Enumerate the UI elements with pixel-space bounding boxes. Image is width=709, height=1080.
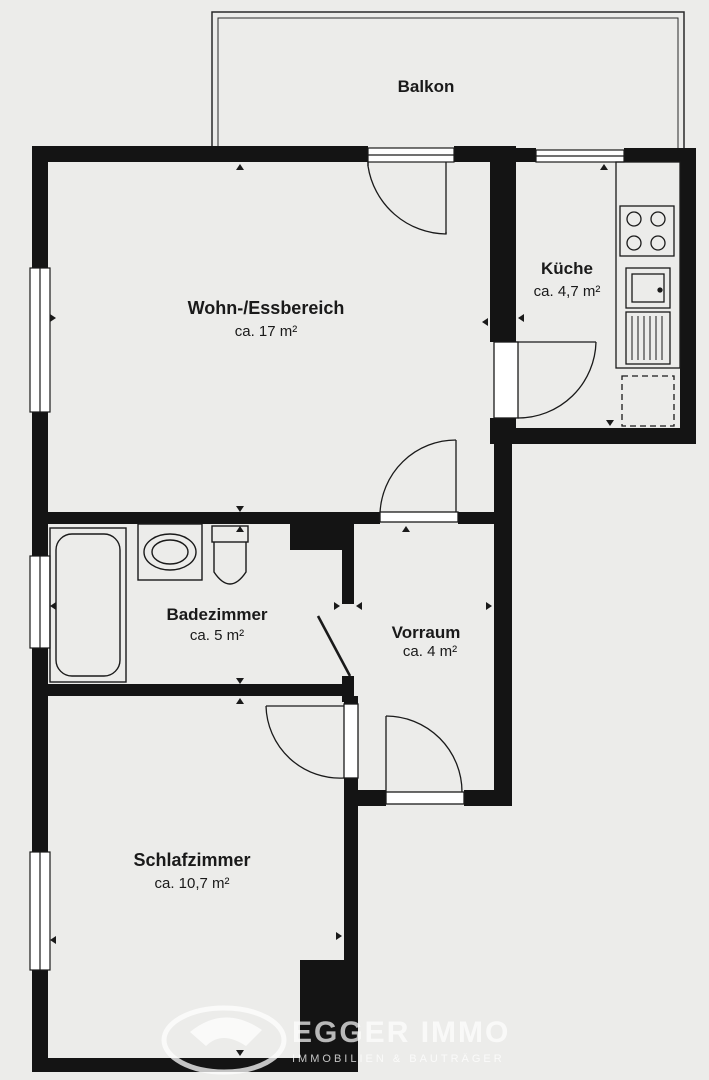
wall-bath-bedroom [32,684,354,696]
door-entrance-arc [385,715,463,793]
watermark-subtitle: IMMOBILIEN & BAUTRÄGER [292,1053,505,1065]
walls [32,146,696,1072]
watermark-brand: EGGER IMMO [292,1016,510,1049]
door-bedroom-arc [265,705,345,779]
label-wohn-name: Wohn-/Essbereich [188,298,345,318]
door-living-hall-arc [379,439,457,515]
stove-icon [619,205,675,257]
outer-wall-kitchen-right [680,148,696,444]
drainboard [625,311,671,365]
wardrobe-block [300,960,356,1070]
label-vorraum-area: ca. 4 m² [403,643,457,660]
sink-bath [137,523,203,581]
door-bath [316,615,352,677]
door-kitchen-arc [517,341,597,419]
wall-bath-hall [342,512,354,604]
egger-logo-icon [161,1005,287,1075]
label-balkon: Balkon [398,77,455,96]
kitchen-sink-icon [625,267,671,309]
label-bad-area: ca. 5 m² [190,627,244,644]
wall-living-bath [32,512,380,524]
label-kueche-area: ca. 4,7 m² [534,283,601,300]
kitchen-counter [615,161,681,427]
shaft [290,522,344,550]
label-vorraum-name: Vorraum [392,623,461,642]
label-schlaf-name: Schlafzimmer [133,850,250,870]
toilet [211,525,249,585]
label-kueche-name: Küche [541,259,593,278]
watermark: EGGER IMMO IMMOBILIEN & BAUTRÄGER [161,1005,510,1075]
wall-living-kitchen [490,146,516,342]
fridge-outline [621,375,675,427]
top-wall-living [32,146,368,162]
doors [265,162,597,805]
outer-wall-right [494,444,512,804]
windows [29,147,625,971]
label-wohn-area: ca. 17 m² [235,323,298,340]
label-schlaf-area: ca. 10,7 m² [154,875,229,892]
dimension-markers [50,164,614,1056]
label-bad-name: Badezimmer [166,605,267,624]
door-balcony-arc [367,162,447,235]
